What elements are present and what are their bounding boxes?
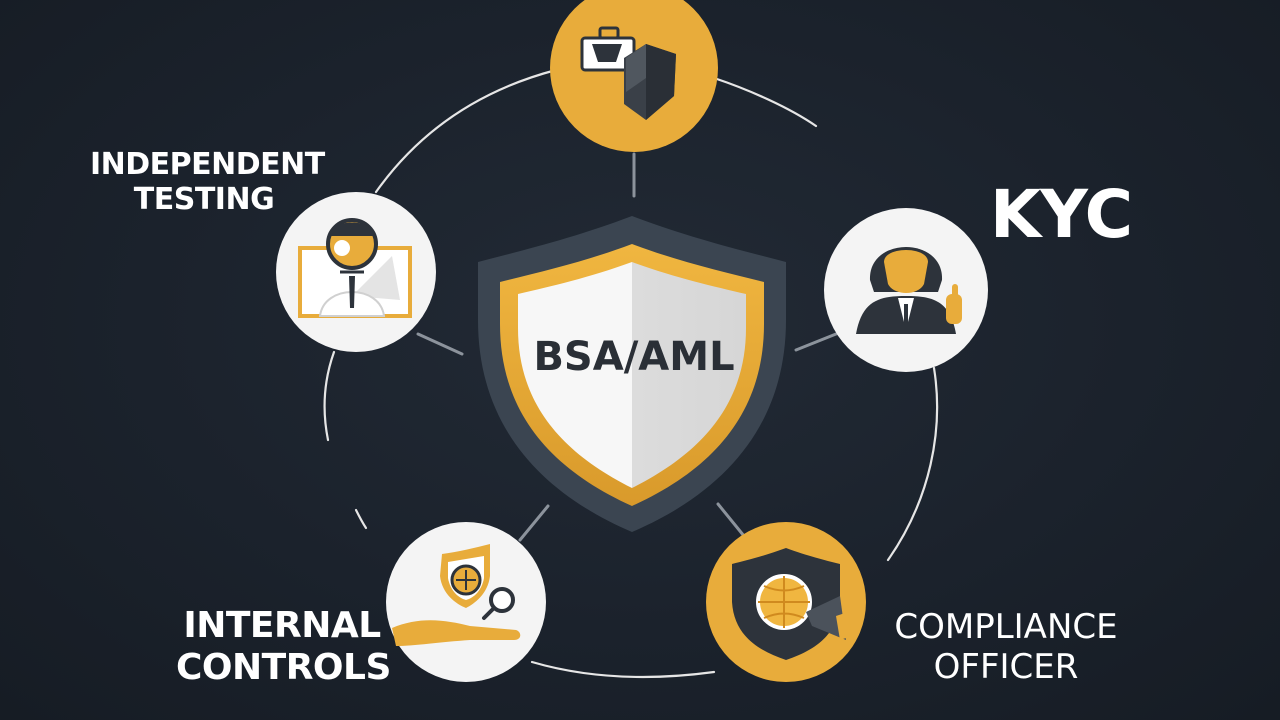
ring-arc-left <box>323 350 336 442</box>
label-compliance-officer: COMPLIANCE OFFICER <box>878 610 1134 684</box>
node-kyc[interactable] <box>824 208 988 372</box>
label-kyc: KYC <box>990 176 1133 253</box>
label-compliance-officer-line1: COMPLIANCE <box>894 607 1118 647</box>
label-independent-testing-line2: TESTING <box>133 182 275 217</box>
connection-ring <box>323 68 939 679</box>
briefcase-and-shield-icon <box>580 26 676 120</box>
node-internal-controls[interactable] <box>386 522 546 682</box>
label-compliance-officer-line2: OFFICER <box>933 647 1079 687</box>
globe-shield-megaphone-icon <box>732 548 852 660</box>
label-internal-controls-line2: CONTROLS <box>176 647 391 688</box>
label-internal-controls-line1: INTERNAL <box>183 605 381 646</box>
label-independent-testing: INDEPENDENT TESTING <box>90 147 325 217</box>
center-title: BSA/AML <box>533 334 734 380</box>
ring-arc-bottom <box>530 660 716 679</box>
customer-identity-icon <box>856 247 962 334</box>
label-internal-controls: INTERNAL CONTROLS <box>176 605 391 688</box>
central-shield: BSA/AML <box>478 216 786 532</box>
ring-arc-top-right <box>712 76 818 128</box>
ring-arc-left-lower <box>354 508 368 530</box>
ring-arc-top-left <box>374 68 558 194</box>
spoke-right <box>794 332 838 352</box>
shield-face <box>518 262 746 488</box>
spoke-left <box>416 332 464 356</box>
node-top[interactable] <box>550 0 718 152</box>
spoke-bottom-left <box>518 504 550 542</box>
spokes <box>416 152 838 542</box>
spoke-bottom-right <box>716 502 746 538</box>
hand-shield-magnifier-icon <box>392 544 521 646</box>
label-independent-testing-line1: INDEPENDENT <box>90 147 325 182</box>
node-independent-testing[interactable] <box>276 192 436 352</box>
auditor-document-icon <box>298 218 412 318</box>
node-compliance-officer[interactable] <box>706 522 866 682</box>
ring-arc-right <box>886 366 939 562</box>
